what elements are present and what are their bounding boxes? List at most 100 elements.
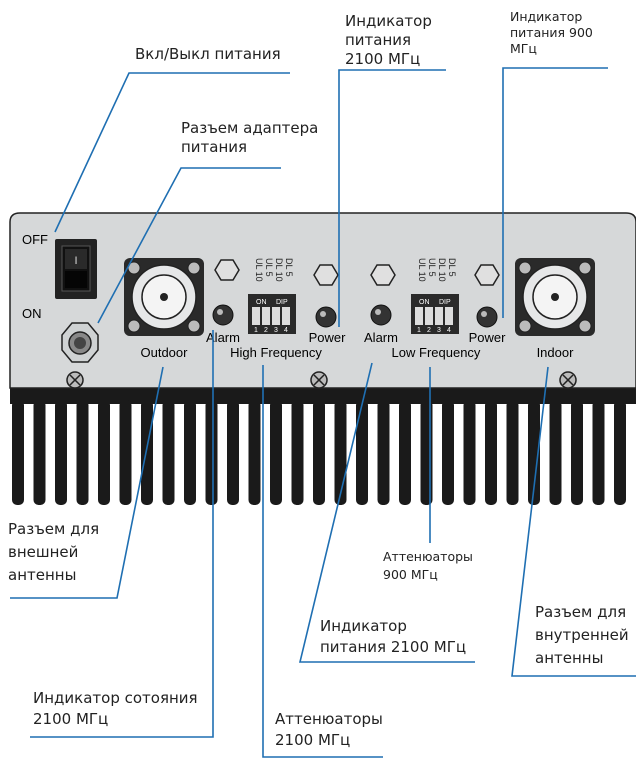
int-antenna-line2: внутренней bbox=[535, 626, 629, 644]
outdoor-connector bbox=[124, 258, 204, 336]
indoor-connector bbox=[515, 258, 595, 336]
pi2100-top-line1: Индикатор bbox=[345, 12, 432, 30]
power-led-high bbox=[315, 306, 337, 328]
dip-num-left-3: 3 bbox=[274, 327, 278, 334]
switch-mark: I bbox=[74, 255, 77, 267]
dip-num-left-1: 1 bbox=[254, 327, 258, 334]
mount-screw-middle bbox=[310, 371, 328, 389]
heatsink-fin bbox=[356, 400, 368, 505]
alarm2100-line2: 2100 МГц bbox=[33, 710, 109, 728]
heatsink-fin bbox=[270, 400, 282, 505]
dip-num-right-4: 4 bbox=[447, 327, 451, 334]
pi900-line2: питания 900 bbox=[510, 25, 593, 40]
dip-label-right-1: UL 10 bbox=[417, 258, 427, 282]
heatsink-fin bbox=[119, 400, 132, 505]
heatsink-fin bbox=[313, 400, 325, 505]
pi2100-top-line2: питания bbox=[345, 31, 412, 49]
power-switch-callout: Вкл/Выкл питания bbox=[135, 45, 281, 63]
alarm-led-high bbox=[212, 304, 234, 326]
off-label: OFF bbox=[22, 232, 48, 247]
high-frequency-label: High Frequency bbox=[230, 345, 322, 360]
dip-label-right-2: UL 5 bbox=[427, 258, 437, 277]
pi2100-top-line3: 2100 МГц bbox=[345, 50, 421, 68]
heatsink-fin bbox=[12, 400, 24, 505]
ext-antenna-line2: внешней bbox=[8, 543, 79, 561]
heatsink-fin bbox=[291, 400, 304, 505]
adapter-callout-line1: Разъем адаптера bbox=[181, 119, 319, 137]
dip-label-left-3: DL 10 bbox=[274, 258, 284, 282]
hex-nut-right-2 bbox=[474, 264, 500, 286]
adapter-jack bbox=[61, 322, 99, 363]
on-label: ON bbox=[22, 306, 42, 321]
pi900-line3: МГц bbox=[510, 41, 537, 56]
dip-num-right-3: 3 bbox=[437, 327, 441, 334]
alarm-led-low bbox=[370, 304, 392, 326]
dip-dip-left: DIP bbox=[276, 299, 288, 306]
hex-nut-left-1 bbox=[214, 259, 240, 281]
att900-line2: 900 МГц bbox=[383, 567, 438, 582]
pi2100-bottom-line1: Индикатор bbox=[320, 617, 407, 635]
heatsink-fin bbox=[76, 400, 89, 505]
heatsink-fin bbox=[377, 400, 390, 505]
dip-num-left-4: 4 bbox=[284, 327, 288, 334]
dip-on-left: ON bbox=[256, 299, 267, 306]
heatsink-fin bbox=[162, 400, 175, 505]
dip-num-right-2: 2 bbox=[427, 327, 431, 334]
int-antenna-line1: Разъем для bbox=[535, 603, 627, 621]
heatsink-fin bbox=[592, 400, 605, 505]
dip-label-right-4: DL 5 bbox=[447, 258, 457, 277]
heatsink-fin bbox=[248, 400, 261, 505]
dip-switch-high[interactable] bbox=[248, 294, 296, 334]
att2100-line2: 2100 МГц bbox=[275, 731, 351, 749]
heatsink-fin bbox=[442, 400, 454, 505]
mount-screw-right bbox=[559, 371, 577, 389]
leader-lines bbox=[10, 67, 636, 758]
heatsink-fin bbox=[549, 400, 562, 505]
adapter-callout-line2: питания bbox=[181, 138, 248, 156]
dip-label-left-4: DL 5 bbox=[284, 258, 294, 277]
heatsink-fin bbox=[399, 400, 411, 505]
heatsink-fin bbox=[55, 400, 67, 505]
power-label-right: Power bbox=[469, 330, 507, 345]
hex-nut-left-2 bbox=[313, 264, 339, 286]
mount-screw-left bbox=[66, 371, 84, 389]
heatsink-fin bbox=[506, 400, 519, 505]
power-label-left: Power bbox=[309, 330, 347, 345]
ext-antenna-line1: Разъем для bbox=[8, 520, 100, 538]
heatsink bbox=[10, 388, 636, 505]
heatsink-fin bbox=[334, 400, 347, 505]
heatsink-fin bbox=[528, 400, 540, 505]
dip-num-left-2: 2 bbox=[264, 327, 268, 334]
power-led-low bbox=[476, 306, 498, 328]
heatsink-fin bbox=[463, 400, 476, 505]
int-antenna-line3: антенны bbox=[535, 649, 604, 667]
att900-line1: Аттенюаторы bbox=[383, 549, 473, 564]
heatsink-fin bbox=[184, 400, 196, 505]
low-frequency-label: Low Frequency bbox=[392, 345, 481, 360]
alarm-label-right: Alarm bbox=[364, 330, 398, 345]
heatsink-fin bbox=[205, 400, 218, 505]
dip-on-right: ON bbox=[419, 299, 430, 306]
ext-antenna-line3: антенны bbox=[8, 566, 77, 584]
heatsink-fin bbox=[33, 400, 46, 505]
dip-label-left-2: UL 5 bbox=[264, 258, 274, 277]
heatsink-fin bbox=[485, 400, 497, 505]
alarm-label-left: Alarm bbox=[206, 330, 240, 345]
dip-dip-right: DIP bbox=[439, 299, 451, 306]
att2100-line1: Аттенюаторы bbox=[275, 710, 383, 728]
heatsink-fin bbox=[141, 400, 153, 505]
outdoor-label: Outdoor bbox=[141, 345, 189, 360]
hex-nut-right-1 bbox=[370, 264, 396, 286]
heatsink-fin bbox=[571, 400, 583, 505]
dip-switch-low[interactable] bbox=[411, 294, 459, 334]
pi900-line1: Индикатор bbox=[510, 9, 583, 24]
heatsink-fin bbox=[227, 400, 239, 505]
pi2100-bottom-line2: питания 2100 МГц bbox=[320, 638, 467, 656]
dip-label-left-1: UL 10 bbox=[254, 258, 264, 282]
heatsink-fin bbox=[614, 400, 626, 505]
indoor-label: Indoor bbox=[537, 345, 575, 360]
heatsink-fin bbox=[98, 400, 110, 505]
dip-label-right-3: DL 10 bbox=[437, 258, 447, 282]
dip-num-right-1: 1 bbox=[417, 327, 421, 334]
